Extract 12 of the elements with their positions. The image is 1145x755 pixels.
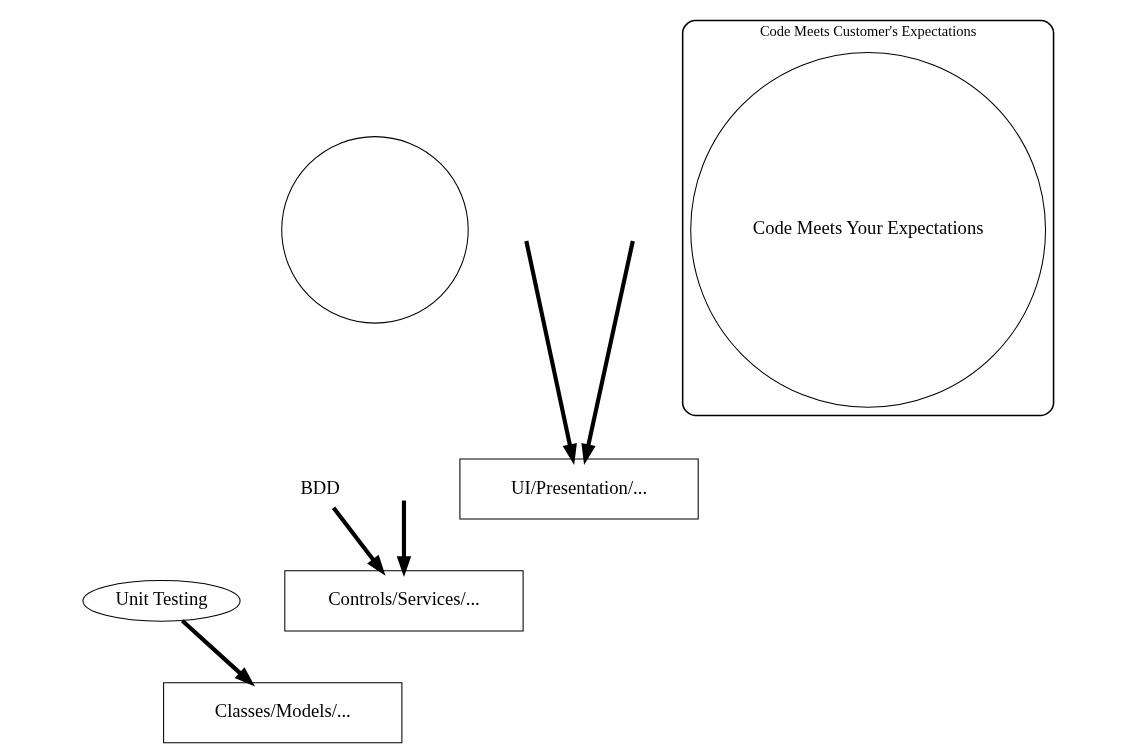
arrow <box>581 240 635 465</box>
node-text: BDD <box>300 476 340 498</box>
node-circle <box>281 136 469 324</box>
arrow <box>524 240 577 465</box>
arrow <box>396 500 412 577</box>
node-box: Classes/Models/... <box>163 682 403 744</box>
arrow <box>331 506 386 576</box>
node-box: Controls/Services/... <box>284 570 524 632</box>
node-circle: Code Meets Your Expectations <box>690 51 1047 408</box>
node-box: UI/Presentation/... <box>459 458 699 520</box>
node-ellipse: Unit Testing <box>82 580 241 622</box>
arrow <box>180 619 255 687</box>
